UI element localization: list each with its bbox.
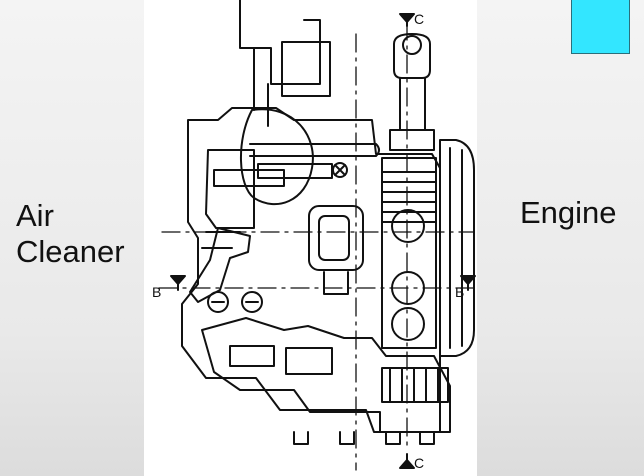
center-sensor (308, 205, 364, 271)
throttle-body-drawing: C C B B (144, 0, 477, 476)
left-pulley-wheel (239, 108, 314, 206)
tube-screw (332, 162, 348, 178)
center-sensor-stem (323, 271, 349, 295)
cleaner-label: Cleaner (16, 234, 125, 269)
left-connector (213, 169, 285, 187)
top-nozzle-collar (389, 129, 435, 151)
linkage-slot (201, 231, 241, 249)
lower-housing (201, 317, 451, 433)
right-bolt-lower (391, 307, 425, 341)
engine-side-flange-ribs (449, 147, 463, 349)
left-bracket (205, 149, 255, 229)
top-nozzle-tube (399, 77, 426, 131)
top-nozzle (393, 33, 431, 79)
section-b-right-arrow (460, 275, 476, 291)
throttle-body-svg: C C B B (152, 0, 476, 471)
section-c-top-label: C (414, 11, 424, 27)
horizontal-tube-lower (257, 163, 333, 179)
section-c-bottom-label: C (414, 455, 424, 471)
gear-teeth (381, 171, 437, 223)
right-bolt-upper (391, 209, 425, 243)
horizontal-tube-upper (249, 143, 380, 157)
lower-mid-fastener (241, 291, 263, 313)
lower-housing-detail (229, 345, 333, 375)
tube-screw-cross (334, 164, 346, 176)
gear-column (381, 157, 437, 349)
cyan-swatch (571, 0, 630, 54)
upper-left-block (281, 41, 331, 97)
section-c-top-arrow (399, 13, 415, 27)
upper-left-pipe-return (253, 47, 269, 127)
section-b-left-arrow (170, 275, 186, 291)
bottom-bolts (293, 431, 435, 445)
bottom-connector-teeth (389, 367, 439, 403)
upper-left-pipe (239, 0, 321, 85)
top-nozzle-opening (402, 35, 422, 55)
section-b-right-label: B (455, 284, 464, 300)
section-b-left-label: B (152, 284, 161, 300)
section-c-bottom-arrow (399, 453, 415, 469)
engine-side-flange (439, 139, 475, 357)
air-label: Air (16, 198, 54, 233)
linkage-arm (189, 227, 251, 303)
right-bolt-middle (391, 271, 425, 305)
center-sensor-window (318, 215, 350, 261)
engine-label: Engine (520, 195, 617, 230)
lower-left-fastener (207, 291, 229, 313)
